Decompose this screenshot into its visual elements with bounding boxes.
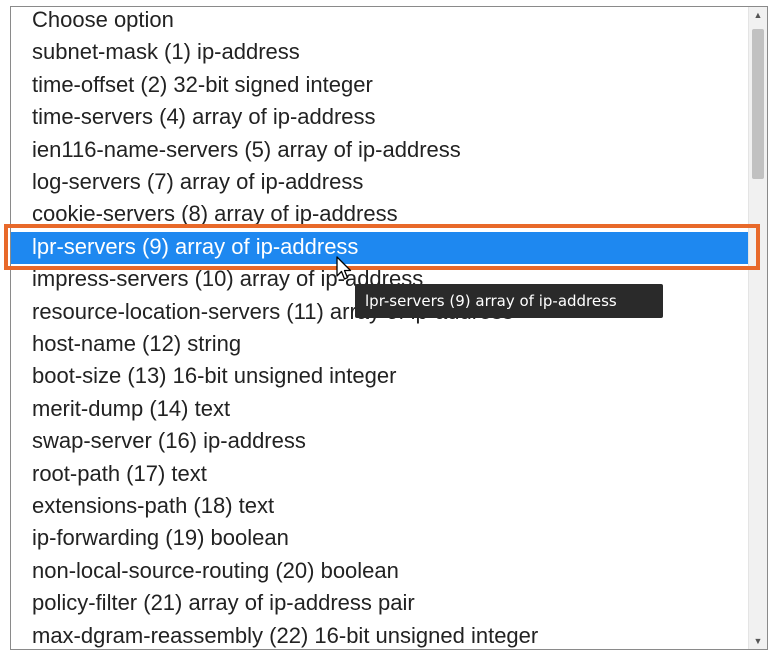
option-item[interactable]: extensions-path (18) text xyxy=(32,493,275,518)
option-item[interactable]: time-offset (2) 32-bit signed integer xyxy=(32,71,373,97)
options-container: Choose option subnet-mask (1) ip-address t… xyxy=(11,7,748,649)
mouse-pointer-icon xyxy=(336,256,352,280)
option-item[interactable]: log-servers (7) array of ip-address xyxy=(32,169,364,194)
option-item[interactable]: root-path (17) text xyxy=(32,460,207,486)
option-item[interactable]: cookie-servers (8) array of ip-address xyxy=(32,201,398,227)
scrollbar-thumb[interactable] xyxy=(752,29,764,179)
option-item[interactable]: host-name (12) string xyxy=(32,331,242,356)
option-item[interactable]: subnet-mask (1) ip-address xyxy=(32,39,300,65)
scroll-down-icon[interactable]: ▼ xyxy=(753,636,763,646)
option-item[interactable]: policy-filter (21) array of ip-address p… xyxy=(32,590,415,616)
option-item[interactable]: time-servers (4) array of ip-address xyxy=(32,104,376,130)
option-item[interactable]: Choose option xyxy=(32,7,174,32)
tooltip: lpr-servers (9) array of ip-address xyxy=(355,284,663,318)
option-item[interactable]: ip-forwarding (19) boolean xyxy=(32,525,289,551)
option-item[interactable]: max-dgram-reassembly (22) 16-bit unsigne… xyxy=(32,622,539,648)
option-item-selected[interactable]: lpr-servers (9) array of ip-address xyxy=(11,231,748,264)
option-item[interactable]: merit-dump (14) text xyxy=(32,395,231,421)
option-item[interactable]: ien116-name-servers (5) array of ip-addr… xyxy=(32,136,461,162)
option-item[interactable]: boot-size (13) 16-bit unsigned integer xyxy=(32,363,397,389)
scrollbar[interactable]: ▲ ▼ xyxy=(748,7,767,649)
option-item[interactable]: swap-server (16) ip-address xyxy=(32,428,306,454)
option-item[interactable]: non-local-source-routing (20) boolean xyxy=(32,557,399,583)
scroll-up-icon[interactable]: ▲ xyxy=(753,10,763,20)
option-list[interactable]: Choose option subnet-mask (1) ip-address t… xyxy=(10,6,768,650)
